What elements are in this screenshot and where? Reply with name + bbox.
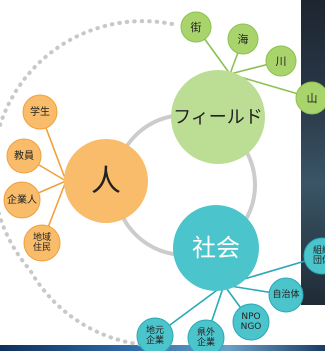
- society-node-4-label: 地元企業: [146, 324, 164, 346]
- field-node-1-label: 海: [238, 32, 249, 46]
- people-node-0-label: 学生: [30, 105, 50, 118]
- society-node-4-circle: [136, 317, 174, 351]
- society-node-4: 地元企業: [136, 317, 174, 351]
- outer-dotted-arc: [0, 19, 174, 347]
- people-node-3-label: 地域住民: [33, 231, 51, 253]
- society-node-3-label: 県外企業: [197, 326, 215, 348]
- people-node-1: 教員: [6, 138, 42, 174]
- society-node-3-circle: [187, 319, 225, 351]
- people-hub-circle: [64, 139, 148, 223]
- people-node-2: 企業人: [3, 181, 41, 219]
- people-hub-label: 人: [91, 164, 121, 199]
- people-node-2-circle: [3, 181, 41, 219]
- field-node-3-label: 山: [307, 92, 318, 105]
- society-node-0-circle: [303, 237, 325, 275]
- society-hub: 社会: [173, 205, 259, 291]
- field-node-3-circle: [295, 81, 325, 115]
- society-node-0: 組織団体: [303, 237, 325, 275]
- people-node-2-label: 企業人: [7, 193, 37, 206]
- field-node-0-circle: [180, 11, 212, 43]
- society-hub-label: 社会: [192, 234, 240, 262]
- field-node-0-label: 街: [191, 20, 202, 34]
- people-node-3-circle: [23, 224, 61, 262]
- people-node-0-circle: [22, 94, 58, 130]
- field-hub-circle: [171, 70, 265, 164]
- field-node-0: 街: [180, 11, 212, 43]
- society-node-1-label: 自治体: [272, 288, 299, 300]
- society-node-2-circle: [232, 303, 270, 341]
- society-node-1: 自治体: [268, 277, 304, 313]
- field-node-2-label: 川: [276, 55, 287, 68]
- people-hub: 人: [64, 139, 148, 223]
- field-node-1: 海: [227, 23, 259, 55]
- people-node-3: 地域住民: [23, 224, 61, 262]
- society-hub-circle: [173, 205, 259, 291]
- people-node-1-label: 教員: [14, 149, 34, 162]
- society-node-3: 県外企業: [187, 319, 225, 351]
- society-node-0-label: 組織団体: [313, 244, 325, 266]
- field-hub: フィールド: [171, 70, 265, 164]
- field-node-1-circle: [227, 23, 259, 55]
- people-node-1-circle: [6, 138, 42, 174]
- field-node-2: 川: [265, 45, 297, 77]
- society-node-1-circle: [268, 277, 304, 313]
- field-hub-label: フィールド: [173, 107, 263, 128]
- field-node-3: 山: [295, 81, 325, 115]
- field-node-2-circle: [265, 45, 297, 77]
- people-node-0: 学生: [22, 94, 58, 130]
